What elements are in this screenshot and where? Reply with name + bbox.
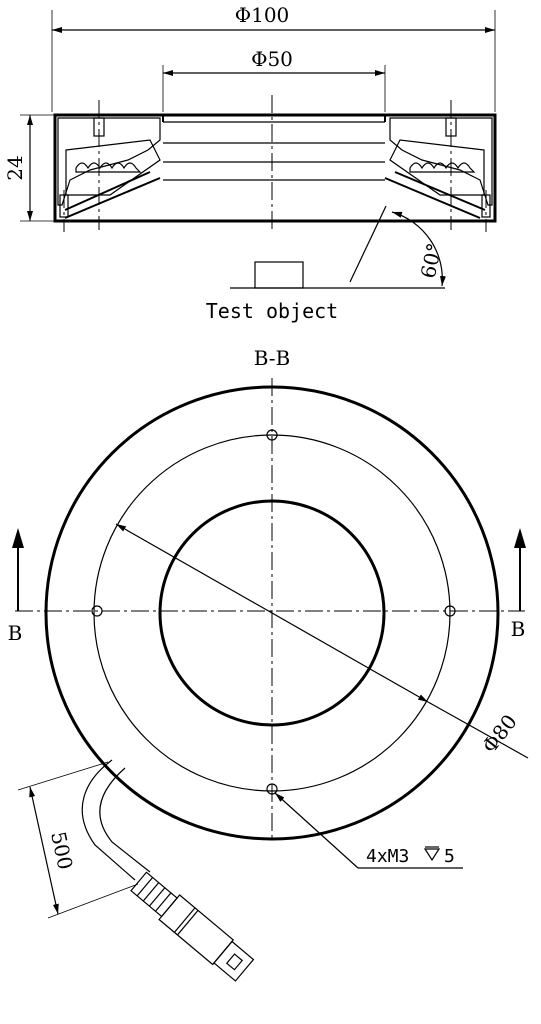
- connector: [130, 871, 255, 982]
- outer-diameter-label: Φ100: [235, 3, 290, 27]
- cable-outline-b: [99, 767, 151, 873]
- bolt-circle-dim-line: [115, 523, 429, 703]
- cable-outline-a: [81, 759, 136, 881]
- section-mark-left: B: [8, 621, 23, 645]
- holes-label: 4xM3: [366, 846, 409, 867]
- side-section-view: Φ100 Φ50 24: [3, 3, 497, 323]
- ring-body-outline: [53, 113, 497, 223]
- holes-depth-label: 5: [444, 846, 455, 867]
- test-object-box: [254, 261, 304, 289]
- section-title: B-B: [254, 346, 291, 370]
- section-mark-right: B: [511, 617, 526, 641]
- depth-symbol-icon: [423, 846, 441, 862]
- top-view: B-B B B Φ80 4xM3 5: [8, 346, 529, 982]
- left-housing-hatch: [57, 117, 161, 206]
- right-housing-hatch: [389, 117, 493, 206]
- cable-length-dim-line: [29, 786, 59, 915]
- holes-leader: [274, 792, 359, 869]
- angle-arc: [391, 211, 446, 287]
- test-object-label: Test object: [206, 299, 338, 323]
- cable-length-label: 500: [46, 829, 77, 871]
- inner-diameter-label: Φ50: [251, 47, 293, 71]
- angle-ray: [349, 205, 387, 283]
- height-label: 24: [3, 155, 27, 180]
